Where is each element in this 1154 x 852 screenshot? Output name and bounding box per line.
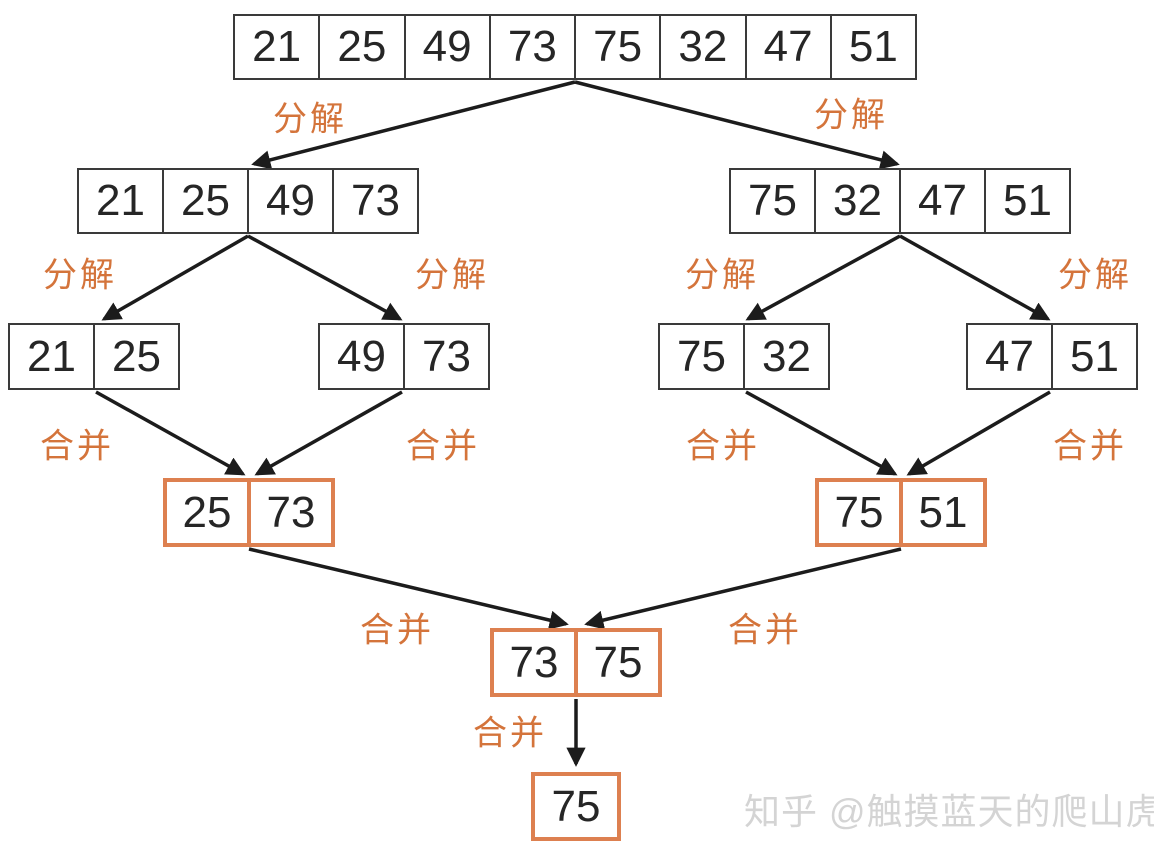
array-cell: 32 bbox=[659, 16, 744, 78]
arrow bbox=[101, 234, 249, 321]
arrow bbox=[247, 234, 403, 321]
array-cell: 32 bbox=[743, 325, 828, 388]
split-label: 分解 bbox=[43, 256, 117, 295]
arrow bbox=[745, 234, 901, 321]
array-cell: 49 bbox=[247, 170, 332, 232]
array-cell: 25 bbox=[182, 487, 232, 537]
array-cell: 21 bbox=[252, 22, 302, 71]
array-box-array-49-73: 49 73 bbox=[318, 323, 490, 390]
watermark: 知乎 @触摸蓝天的爬山虎 bbox=[744, 791, 1154, 832]
array-cell: 25 bbox=[162, 170, 247, 232]
split-label: 分解 bbox=[1058, 256, 1132, 295]
merge-label: 合并 bbox=[686, 427, 760, 466]
array-cell: 51 bbox=[899, 482, 983, 543]
merge-label: 合并 bbox=[40, 427, 114, 466]
merge-label: 合并 bbox=[406, 427, 480, 466]
merge-label: 合并 bbox=[360, 611, 434, 650]
array-cell: 51 bbox=[829, 16, 915, 78]
array-cell: 75 bbox=[574, 16, 659, 78]
arrow bbox=[254, 390, 403, 476]
split-label: 分解 bbox=[685, 256, 759, 295]
array-cell: 75 bbox=[677, 331, 726, 381]
array-box-merged-73-75: 73 75 bbox=[490, 628, 662, 697]
array-cell: 73 bbox=[332, 170, 417, 232]
array-cell: 47 bbox=[744, 16, 830, 78]
merge-label: 合并 bbox=[1053, 427, 1127, 466]
array-cell: 73 bbox=[247, 482, 331, 543]
array-cell: 73 bbox=[509, 637, 559, 687]
array-cell: 32 bbox=[814, 170, 899, 232]
arrow bbox=[899, 234, 1051, 321]
array-cell: 75 bbox=[834, 487, 884, 537]
array-cell: 73 bbox=[403, 325, 488, 388]
arrow bbox=[906, 390, 1051, 476]
array-cell: 51 bbox=[1051, 325, 1136, 388]
array-cell: 25 bbox=[93, 325, 178, 388]
array-cell: 75 bbox=[748, 176, 797, 225]
array-cell: 25 bbox=[318, 16, 403, 78]
array-cell: 49 bbox=[337, 331, 386, 381]
array-box-result-75: 75 bbox=[531, 772, 621, 841]
arrow bbox=[95, 390, 246, 476]
merge-label: 合并 bbox=[728, 611, 802, 650]
array-cell: 47 bbox=[899, 170, 984, 232]
split-label: 分解 bbox=[415, 256, 489, 295]
array-cell: 21 bbox=[96, 176, 145, 225]
array-cell: 47 bbox=[985, 331, 1034, 381]
array-cell: 75 bbox=[574, 632, 658, 693]
array-box-array-47-51: 47 51 bbox=[966, 323, 1138, 390]
array-box-merged-75-51: 75 51 bbox=[815, 478, 987, 547]
array-box-array-75-32: 75 32 bbox=[658, 323, 830, 390]
array-box-array-21-25: 21 25 bbox=[8, 323, 180, 390]
array-cell: 21 bbox=[27, 331, 76, 381]
split-label: 分解 bbox=[273, 100, 347, 139]
array-cell: 49 bbox=[403, 16, 489, 78]
merge-label: 合并 bbox=[473, 714, 547, 753]
array-cell: 75 bbox=[551, 781, 601, 831]
split-label: 分解 bbox=[814, 96, 888, 135]
array-box-merged-25-73: 25 73 bbox=[163, 478, 335, 547]
array-cell: 73 bbox=[488, 16, 574, 78]
array-cell: 51 bbox=[984, 170, 1069, 232]
arrow bbox=[745, 390, 898, 476]
